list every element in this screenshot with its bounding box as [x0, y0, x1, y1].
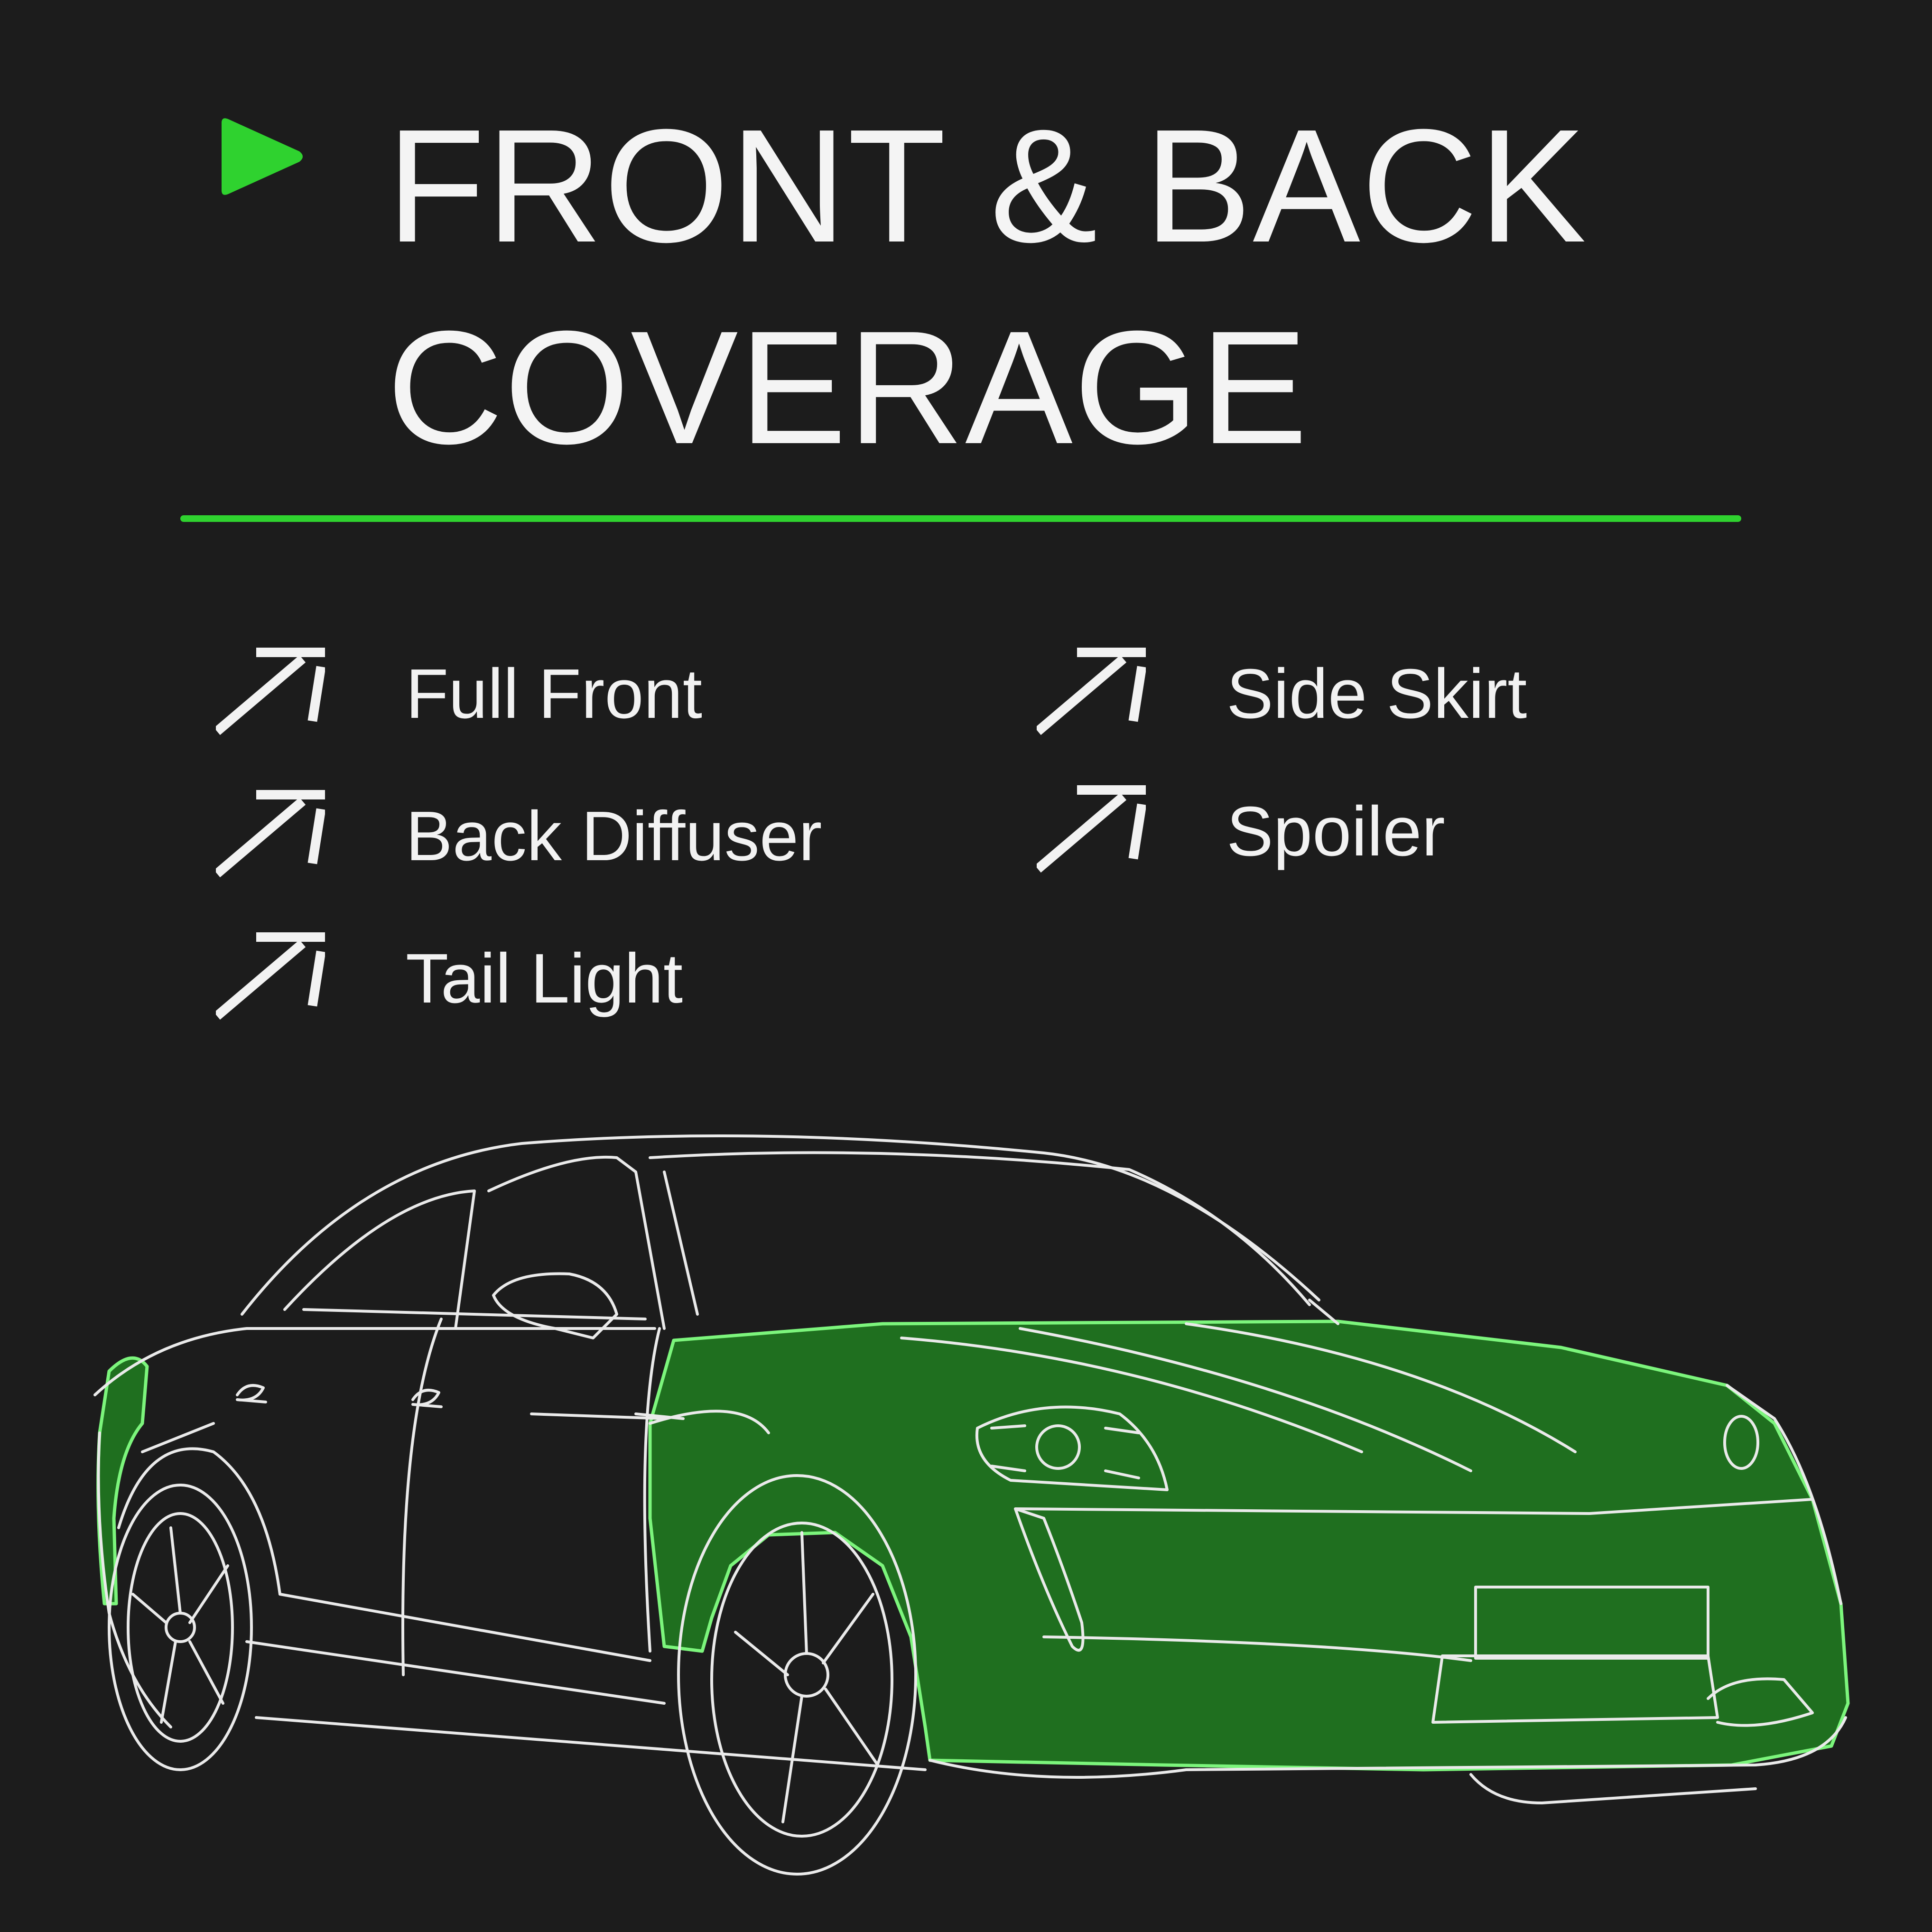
feature-item-spoiler: Spoiler	[1037, 783, 1796, 878]
double-arrow-up-right-icon	[216, 932, 325, 1020]
car-illustration	[93, 1134, 1850, 1876]
feature-label: Back Diffuser	[406, 797, 822, 875]
feature-item-full-front: Full Front	[216, 645, 975, 740]
title-line-2: COVERAGE	[387, 297, 1309, 478]
feature-label: Side Skirt	[1226, 655, 1527, 733]
double-arrow-up-right-icon	[1037, 785, 1146, 873]
feature-label: Full Front	[406, 655, 703, 733]
feature-item-side-skirt: Side Skirt	[1037, 645, 1796, 740]
car-outline	[93, 1134, 1847, 1876]
divider	[180, 515, 1741, 522]
feature-item-tail-light: Tail Light	[216, 930, 975, 1025]
feature-item-back-diffuser: Back Diffuser	[216, 788, 975, 882]
page-title: FRONT & BACK COVERAGE	[387, 85, 1587, 489]
title-line-1: FRONT & BACK	[387, 96, 1588, 276]
feature-label: Tail Light	[406, 939, 683, 1018]
double-arrow-up-right-icon	[216, 648, 325, 735]
play-triangle-icon	[222, 118, 303, 195]
double-arrow-up-right-icon	[1037, 648, 1146, 735]
coverage-area-front	[96, 1319, 1850, 1772]
feature-label: Spoiler	[1226, 792, 1445, 871]
double-arrow-up-right-icon	[216, 790, 325, 878]
